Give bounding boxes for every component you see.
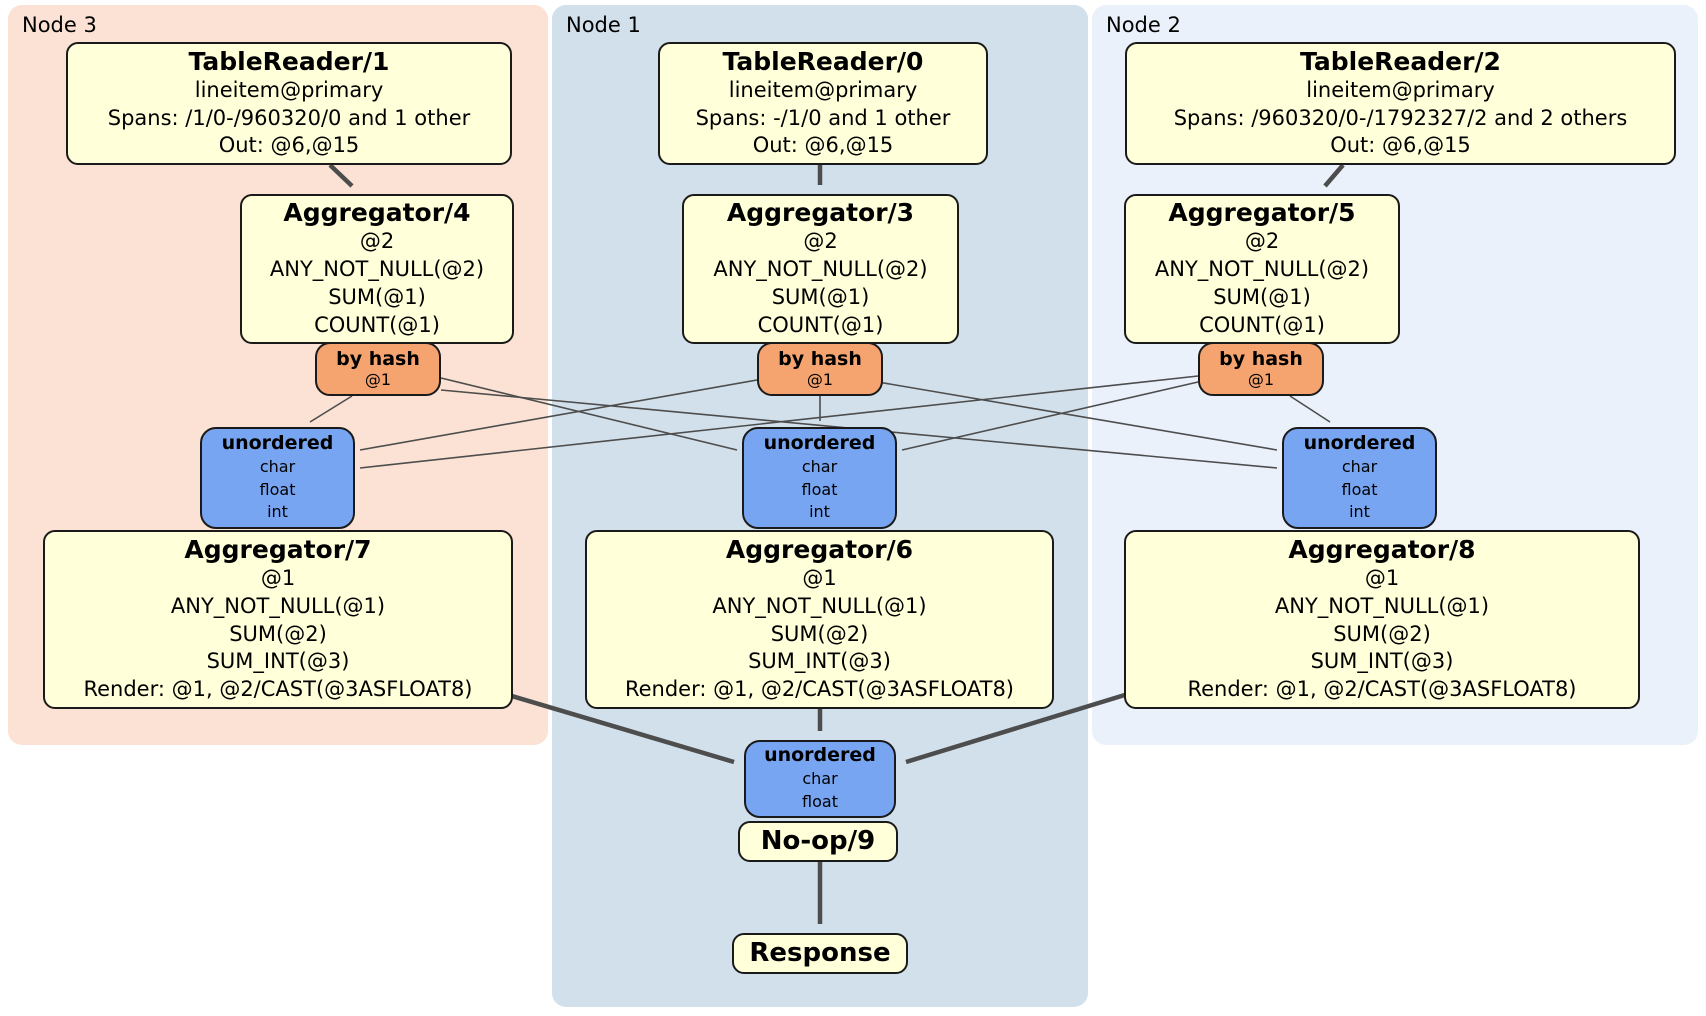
router-title: by hash (1219, 348, 1303, 371)
tablereader-0-box: TableReader/0 lineitem@primary Spans: -/… (658, 42, 988, 165)
node-group-1-label: Node 1 (566, 13, 641, 37)
sync-unordered-node1: unordered char float int (742, 427, 897, 529)
router-title: by hash (778, 348, 862, 371)
box-line: COUNT(@1) (1199, 312, 1325, 337)
node-group-2-label: Node 2 (1106, 13, 1181, 37)
sync-title: unordered (763, 432, 876, 455)
noop-9-box: No-op/9 (738, 821, 898, 862)
router-by-hash-node2: by hash @1 (1198, 342, 1324, 396)
box-line: Render: @1, @2/CAST(@3ASFLOAT8) (1187, 677, 1577, 702)
sync-line: int (1349, 502, 1370, 522)
box-line: SUM(@2) (770, 621, 869, 646)
router-by-hash-node1: by hash @1 (757, 342, 883, 396)
box-line: Spans: /1/0-/960320/0 and 1 other (107, 105, 471, 130)
tablereader-2-box: TableReader/2 lineitem@primary Spans: /9… (1125, 42, 1676, 165)
sync-line: int (809, 502, 830, 522)
tablereader-1-box: TableReader/1 lineitem@primary Spans: /1… (66, 42, 512, 165)
aggregator-8-box: Aggregator/8 @1 ANY_NOT_NULL(@1) SUM(@2)… (1124, 530, 1640, 709)
box-line: @2 (1244, 229, 1280, 254)
box-title: Aggregator/8 (1288, 534, 1476, 564)
box-line: Spans: /960320/0-/1792327/2 and 2 others (1173, 105, 1628, 130)
sync-line: char (1341, 456, 1378, 476)
router-title: by hash (336, 348, 420, 371)
box-line: ANY_NOT_NULL(@1) (170, 593, 386, 618)
box-title: Aggregator/5 (1168, 198, 1356, 228)
box-line: SUM(@1) (771, 285, 870, 309)
box-title: Aggregator/4 (283, 198, 471, 228)
box-line: @1 (260, 565, 296, 590)
box-line: Out: @6,@15 (752, 133, 894, 158)
box-line: SUM(@2) (1333, 621, 1431, 646)
box-line: COUNT(@1) (314, 312, 440, 337)
sync-unordered-node2: unordered char float int (1282, 427, 1437, 529)
box-line: SUM(@1) (328, 285, 426, 309)
box-line: Out: @6,@15 (218, 133, 360, 158)
sync-line: float (802, 791, 838, 811)
sync-title: unordered (221, 432, 334, 455)
sync-title: unordered (764, 744, 876, 767)
sync-line: float (1341, 479, 1378, 499)
sync-line: int (267, 502, 288, 522)
box-line: ANY_NOT_NULL(@2) (1154, 257, 1370, 282)
box-line: Spans: -/1/0 and 1 other (695, 105, 951, 130)
box-line: SUM_INT(@3) (748, 649, 891, 674)
box-title: Aggregator/7 (184, 534, 372, 564)
box-line: @2 (359, 229, 395, 254)
box-line: Render: @1, @2/CAST(@3ASFLOAT8) (83, 677, 473, 702)
sync-unordered-node3: unordered char float int (200, 427, 355, 529)
box-line: COUNT(@1) (757, 312, 884, 337)
sync-title: unordered (1303, 432, 1416, 455)
aggregator-3-box: Aggregator/3 @2 ANY_NOT_NULL(@2) SUM(@1)… (682, 194, 959, 344)
box-title: Aggregator/6 (725, 534, 914, 564)
box-title: Aggregator/3 (726, 198, 915, 228)
box-title: TableReader/0 (722, 46, 924, 76)
box-line: @2 (803, 229, 838, 254)
sync-line: float (801, 479, 838, 499)
box-title: TableReader/1 (188, 46, 390, 76)
aggregator-6-box: Aggregator/6 @1 ANY_NOT_NULL(@1) SUM(@2)… (585, 530, 1054, 709)
box-line: ANY_NOT_NULL(@1) (712, 593, 927, 618)
box-line: @1 (1364, 565, 1400, 590)
router-by-hash-node3: by hash @1 (315, 342, 441, 396)
box-line: ANY_NOT_NULL(@2) (269, 257, 485, 282)
node-group-3-label: Node 3 (22, 13, 97, 37)
box-title: Response (749, 937, 891, 968)
box-line: lineitem@primary (1306, 77, 1495, 102)
box-line: Render: @1, @2/CAST(@3ASFLOAT8) (624, 677, 1015, 702)
sync-line: char (801, 456, 838, 476)
box-title: TableReader/2 (1300, 46, 1501, 76)
router-detail: @1 (364, 370, 392, 390)
aggregator-5-box: Aggregator/5 @2 ANY_NOT_NULL(@2) SUM(@1)… (1124, 194, 1400, 344)
sync-line: char (259, 456, 296, 476)
sync-unordered-final: unordered char float (744, 740, 896, 818)
box-line: @1 (802, 565, 837, 590)
sync-line: char (802, 769, 838, 789)
box-title: No-op/9 (760, 825, 876, 856)
box-line: SUM_INT(@3) (1310, 649, 1454, 674)
box-line: lineitem@primary (728, 77, 918, 102)
box-line: SUM_INT(@3) (206, 649, 350, 674)
box-line: ANY_NOT_NULL(@1) (1274, 593, 1490, 618)
router-detail: @1 (806, 370, 834, 390)
response-box: Response (732, 933, 908, 974)
box-line: SUM(@2) (229, 621, 327, 646)
box-line: SUM(@1) (1213, 285, 1311, 309)
router-detail: @1 (1247, 370, 1275, 390)
box-line: lineitem@primary (194, 77, 384, 102)
box-line: ANY_NOT_NULL(@2) (713, 257, 928, 282)
box-line: Out: @6,@15 (1330, 133, 1471, 158)
aggregator-4-box: Aggregator/4 @2 ANY_NOT_NULL(@2) SUM(@1)… (240, 194, 514, 344)
aggregator-7-box: Aggregator/7 @1 ANY_NOT_NULL(@1) SUM(@2)… (43, 530, 513, 709)
sync-line: float (259, 479, 296, 499)
